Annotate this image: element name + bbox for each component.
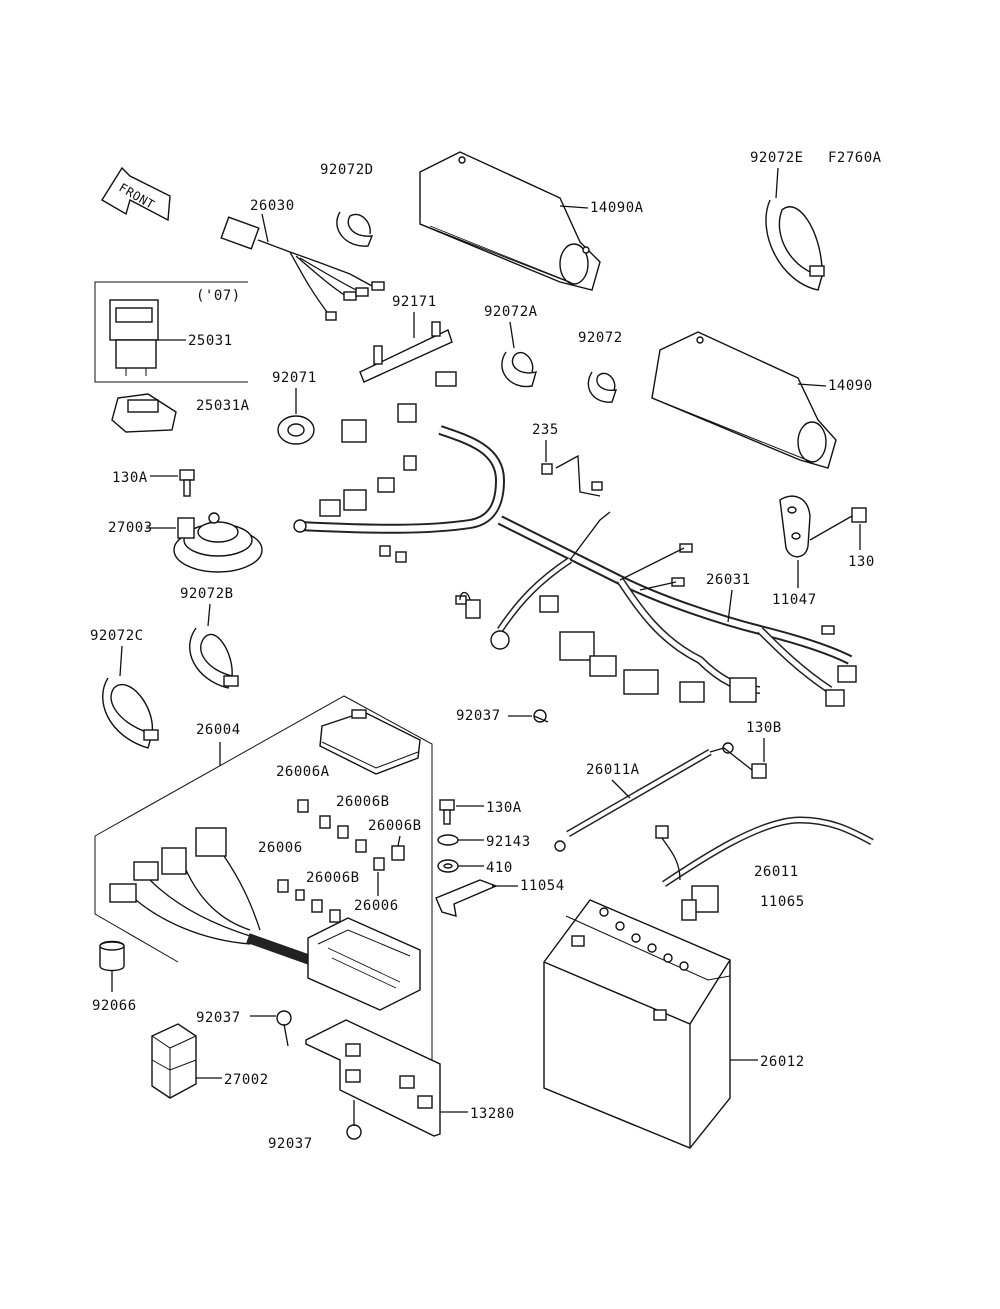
bolt-130a-mid <box>439 799 455 825</box>
bracket-11054 <box>435 879 498 917</box>
fuse-box-lid-26006a <box>319 709 421 775</box>
label-26006b-b: 26006B <box>368 818 422 834</box>
label-27003: 27003 <box>108 520 153 536</box>
label-92071: 92071 <box>272 370 317 386</box>
label-26030: 26030 <box>250 198 295 214</box>
label-92037-c: 92037 <box>268 1136 313 1152</box>
label-92072b: 92072B <box>180 586 234 602</box>
label-26006-b: 26006 <box>354 898 399 914</box>
label-26006a: 26006A <box>276 764 330 780</box>
label-26006b-c: 26006B <box>306 870 360 886</box>
clamp-92072 <box>587 371 618 403</box>
bolt-130b <box>751 763 767 779</box>
label-11065: 11065 <box>760 894 805 910</box>
label-130b: 130B <box>746 720 782 736</box>
label-130: 130 <box>848 554 875 570</box>
label-130a-mid: 130A <box>486 800 522 816</box>
main-harness-26031 <box>293 371 857 707</box>
bolt-130a-top <box>179 469 195 497</box>
clamp-92072c <box>102 677 159 749</box>
horn-27003 <box>173 512 263 573</box>
label-92066: 92066 <box>92 998 137 1014</box>
cable-26011a <box>554 742 753 852</box>
fuse-set <box>277 799 405 923</box>
sub-harness-26030 <box>220 216 385 321</box>
label-92072a: 92072A <box>484 304 538 320</box>
hour-meter-25031a <box>111 393 177 433</box>
label-92171: 92171 <box>392 294 437 310</box>
label-11054: 11054 <box>520 878 565 894</box>
clamp-92072d <box>336 211 374 247</box>
label-92072: 92072 <box>578 330 623 346</box>
svg-text:('07): ('07) <box>196 288 241 304</box>
label-235: 235 <box>532 422 559 438</box>
bolt-130 <box>809 507 867 541</box>
battery-26012 <box>543 899 731 1149</box>
inset-box-07: ('07) 25031 <box>94 281 248 383</box>
label-26006-a: 26006 <box>258 840 303 856</box>
clamp-92072e <box>765 199 825 291</box>
fuse-box-assembly-26004 <box>109 827 421 1011</box>
label-26011a: 26011A <box>586 762 640 778</box>
cable-26011 <box>655 816 874 887</box>
label-410: 410 <box>486 860 513 876</box>
label-26031: 26031 <box>706 572 751 588</box>
label-92037-b: 92037 <box>196 1010 241 1026</box>
washer-92143 <box>437 834 459 846</box>
cover-14090a <box>419 151 601 291</box>
label-92072d: 92072D <box>320 162 374 178</box>
clamp-92072a <box>501 351 538 388</box>
label-26012: 26012 <box>760 1054 805 1070</box>
label-92143: 92143 <box>486 834 531 850</box>
cap-11065 <box>681 885 719 921</box>
label-11047: 11047 <box>772 592 817 608</box>
cover-14090 <box>651 331 837 469</box>
front-arrow-icon: FRONT <box>101 166 171 222</box>
hour-meter-25031 <box>109 299 159 376</box>
screw-235 <box>541 463 553 475</box>
label-27002: 27002 <box>224 1072 269 1088</box>
bracket-13280 <box>305 1019 441 1137</box>
grommet-92071 <box>277 415 315 445</box>
plate-11047 <box>779 495 811 558</box>
figure-code: F2760A <box>828 150 882 166</box>
label-26011: 26011 <box>754 864 799 880</box>
clip-92037-a <box>533 709 549 723</box>
bracket-92171 <box>359 321 453 383</box>
clip-92037-b <box>276 1010 292 1047</box>
clip-92037-c <box>346 1100 362 1140</box>
relay-27002 <box>151 1023 197 1099</box>
label-92072c: 92072C <box>90 628 144 644</box>
label-14090a: 14090A <box>590 200 644 216</box>
label-25031a: 25031A <box>196 398 250 414</box>
svg-text:25031: 25031 <box>188 333 233 349</box>
label-26004: 26004 <box>196 722 241 738</box>
clamp-92072b <box>189 627 239 689</box>
label-14090: 14090 <box>828 378 873 394</box>
label-13280: 13280 <box>470 1106 515 1122</box>
label-26006b-a: 26006B <box>336 794 390 810</box>
label-92037-a: 92037 <box>456 708 501 724</box>
nut-410 <box>437 859 459 873</box>
label-130a-top: 130A <box>112 470 148 486</box>
label-92072e: 92072E <box>750 150 804 166</box>
grommet-92066 <box>99 940 125 972</box>
